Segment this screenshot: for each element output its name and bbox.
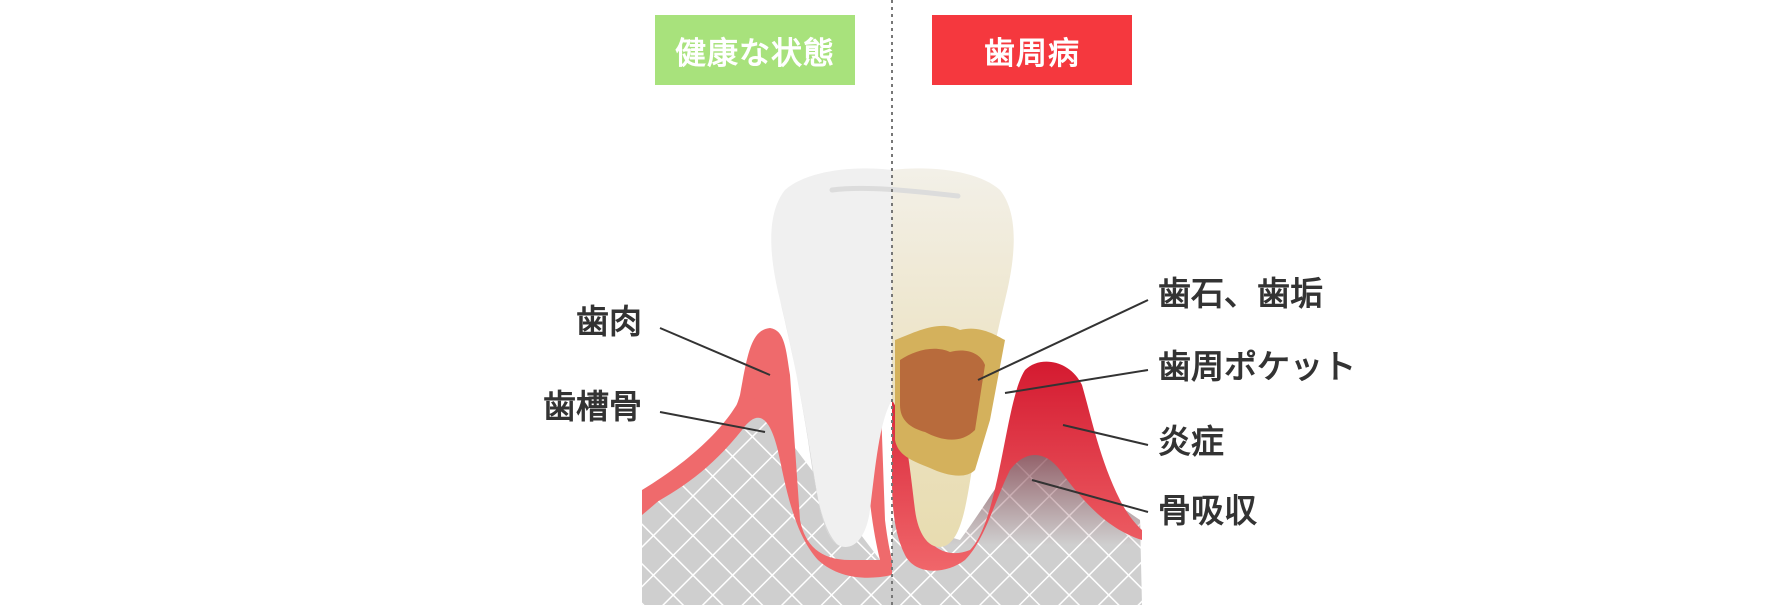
leader-calculus-plaque bbox=[977, 299, 1149, 381]
label-bone-resorption: 骨吸収 bbox=[1158, 491, 1257, 530]
label-gum: 歯肉 bbox=[576, 302, 642, 341]
gum-inflamed bbox=[892, 361, 1142, 571]
periodontal-disease-badge: 歯周病 bbox=[932, 15, 1132, 85]
label-inflammation: 炎症 bbox=[1158, 422, 1224, 461]
leader-alveolar-bone bbox=[659, 411, 766, 433]
label-alveolar-bone: 歯槽骨 bbox=[543, 387, 642, 426]
bone-darkening bbox=[900, 448, 1142, 545]
healthy-state-badge: 健康な状態 bbox=[655, 15, 855, 85]
leader-periodontal-pocket bbox=[1004, 369, 1149, 394]
tooth-healthy bbox=[771, 168, 892, 547]
leader-inflammation bbox=[1062, 424, 1149, 446]
periodontal-pocket bbox=[900, 348, 985, 440]
leader-bone-resorption bbox=[1031, 479, 1149, 513]
gum-healthy bbox=[642, 328, 892, 578]
enamel-highlight bbox=[829, 185, 961, 199]
alveolar-bone-healthy bbox=[642, 400, 892, 605]
tooth-healthy-shade bbox=[780, 300, 838, 545]
label-calculus-plaque: 歯石、歯垢 bbox=[1158, 274, 1323, 313]
leader-gum bbox=[659, 327, 771, 376]
label-periodontal-pocket: 歯周ポケット bbox=[1158, 347, 1356, 386]
